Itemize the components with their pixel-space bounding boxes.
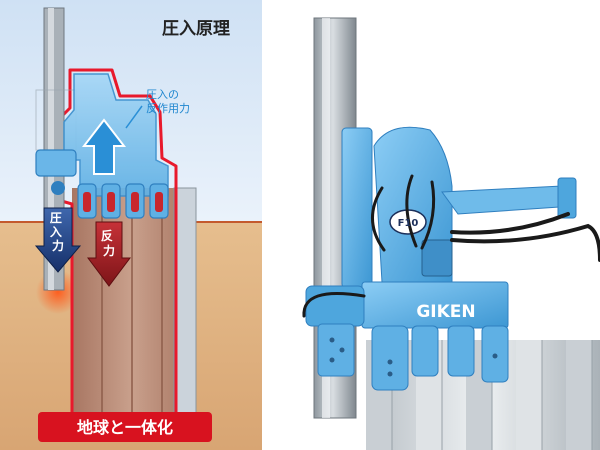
model-badge: F10 <box>398 218 419 229</box>
hydraulic-hoses <box>302 174 600 318</box>
clamps <box>77 183 169 219</box>
reaction-label: 圧入の 反作用力 <box>146 88 190 115</box>
chuck-unit <box>35 149 77 177</box>
reaction-leader <box>125 105 143 129</box>
press-in-arrow-label: 圧 入 力 <box>50 211 66 253</box>
photo-canvas: F10 GIKEN <box>302 17 600 450</box>
reaction-down-arrow <box>87 221 131 287</box>
reaction-force-arrow <box>81 118 127 175</box>
press-in-principle-diagram: 圧入原理 <box>0 0 262 450</box>
bottom-caption: 地球と一体化 <box>77 418 173 437</box>
caption-box <box>38 412 212 442</box>
chuck-joint <box>51 181 65 195</box>
machine-photo: F10 GIKEN <box>262 0 600 450</box>
brand-logo: GIKEN <box>416 302 475 322</box>
reaction-arrow-label: 反 力 <box>101 228 117 258</box>
silent-piler-machine <box>305 126 577 391</box>
diagram-canvas: 圧入原理 <box>0 0 262 450</box>
diagram-title: 圧入原理 <box>162 19 230 39</box>
press-in-force-arrow <box>34 207 82 273</box>
